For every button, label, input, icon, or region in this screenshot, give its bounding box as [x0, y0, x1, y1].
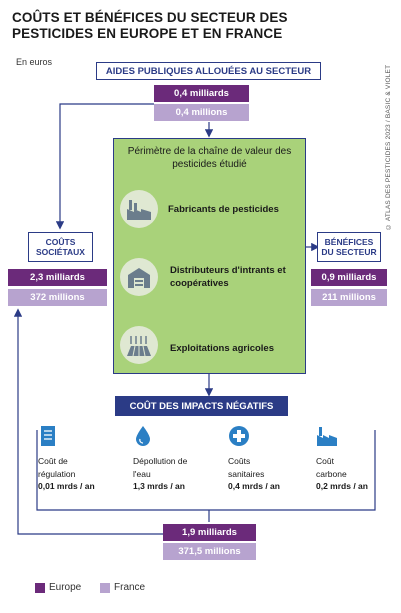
impact-value: 0,4 mrds / an — [228, 481, 280, 491]
impact-label: Coût de régulation — [38, 456, 76, 479]
page-title: COÛTS ET BÉNÉFICES DU SECTEUR DES PESTIC… — [12, 10, 288, 41]
unit-label: En euros — [16, 57, 53, 67]
negative-impacts-header: COÛT DES IMPACTS NÉGATIFS — [115, 396, 288, 416]
stage-label-manufacturers: Fabricants de pesticides — [168, 204, 279, 215]
aids-header: AIDES PUBLIQUES ALLOUÉES AU SECTEUR — [96, 62, 321, 80]
health-cross-icon — [228, 425, 249, 447]
impact-regulation: Coût de régulation 0,01 mrds / an — [38, 455, 123, 493]
impact-label: Coûts sanitaires — [228, 456, 265, 479]
factory-icon — [120, 190, 158, 228]
water-drop-icon — [133, 425, 153, 447]
impact-value: 1,3 mrds / an — [133, 481, 185, 491]
field-icon — [120, 326, 158, 364]
legend-swatch-france — [100, 583, 110, 593]
impacts-total-europe: 1,9 milliards — [163, 524, 256, 541]
sector-benefits-europe-value: 0,9 milliards — [311, 269, 387, 286]
sector-benefits-france-value: 211 millions — [311, 289, 387, 306]
sector-benefits-header: BÉNÉFICES DU SECTEUR — [317, 232, 381, 262]
societal-costs-france-value: 372 millions — [8, 289, 107, 306]
aids-europe-value: 0,4 milliards — [154, 85, 249, 102]
impacts-total-france: 371,5 millions — [163, 543, 256, 560]
impact-label: Coût carbone — [316, 456, 347, 479]
impact-label: Dépollution de l'eau — [133, 456, 188, 479]
impact-carbon: Coût carbone 0,2 mrds / an — [316, 455, 386, 493]
legend-label-france: France — [114, 582, 146, 593]
carbon-factory-icon — [316, 425, 337, 447]
societal-costs-header: COÛTS SOCIÉTAUX — [28, 232, 93, 262]
impact-value: 0,01 mrds / an — [38, 481, 95, 491]
warehouse-icon — [120, 258, 158, 296]
stage-label-distributors: Distributeurs d'intrants et coopératives — [170, 265, 286, 289]
legend-swatch-europe — [35, 583, 45, 593]
societal-costs-europe-value: 2,3 milliards — [8, 269, 107, 286]
impact-water: Dépollution de l'eau 1,3 mrds / an — [133, 455, 213, 493]
value-chain-title: Périmètre de la chaîne de valeur des pes… — [127, 146, 292, 170]
document-icon — [38, 425, 58, 447]
impact-health: Coûts sanitaires 0,4 mrds / an — [228, 455, 308, 493]
stage-label-farms: Exploitations agricoles — [170, 343, 274, 354]
legend-label-europe: Europe — [49, 582, 82, 593]
impact-value: 0,2 mrds / an — [316, 481, 368, 491]
aids-france-value: 0,4 millions — [154, 104, 249, 121]
